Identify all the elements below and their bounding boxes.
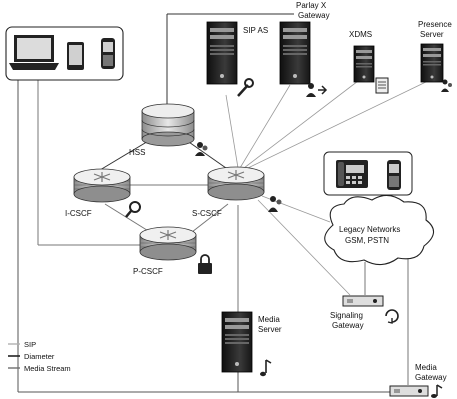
hss-database [141,103,195,147]
signaling-gateway-label-line1: Signaling [330,311,363,320]
scscf-label: S-CSCF [192,209,222,218]
presence-label-line1: Presence [418,20,452,29]
users-icon [306,83,328,97]
link-hss-scscf [185,139,227,169]
media-gateway-device [389,385,429,397]
users-icon [441,79,452,92]
users-icon [195,142,208,156]
scscf-router [207,166,265,201]
sip-as-label: SIP AS [243,26,268,35]
laptop-icon [9,35,59,70]
tablet-icon [67,42,84,70]
legacy-networks-label-line2: GSM, PSTN [345,236,389,245]
icscf-router [73,168,131,203]
xdms-server [353,45,375,83]
link-scscf-xdms [243,77,363,169]
legend-media-stream-label: Media Stream [24,364,71,373]
legacy-networks-cloud [324,194,435,266]
media-server-label-line2: Server [258,325,282,334]
icscf-label: I-CSCF [65,209,92,218]
signaling-gateway-device [342,295,384,307]
pcscf-label: P-CSCF [133,267,163,276]
legend: SIP Diameter Media Stream [8,340,71,373]
link-hss-icscf [99,139,151,171]
desk-phone-icon [336,160,368,188]
mobile-phone-icon [387,160,401,190]
media-gateway-label-line2: Gateway [415,373,447,382]
media-server-label-line1: Media [258,315,280,324]
pcscf-router [139,226,197,261]
mobile-phone-icon [101,38,115,69]
link-scscf-parlay [239,84,291,169]
legacy-networks-label-line1: Legacy Networks [339,225,400,234]
legacy-phones-group [323,151,413,196]
link-scscf-signaling [257,199,351,296]
legend-sip-label: SIP [24,340,36,349]
user-devices-group [5,26,124,81]
link-scscf-presence [247,79,431,169]
parlay-x-label-line2: Gateway [298,11,330,20]
signaling-gateway-label-line2: Gateway [332,321,364,330]
legend-diameter-label: Diameter [24,352,55,361]
sip-as-server [206,21,238,85]
music-note-icon [431,384,443,398]
users-icon [268,196,282,212]
parlay-x-label-line1: Parlay X [296,1,327,10]
xdms-label: XDMS [349,30,372,39]
refresh-icon [385,309,399,324]
presence-label-line2: Server [420,30,444,39]
hss-label: HSS [129,148,145,157]
wrench-icon [237,78,254,97]
magnifier-icon [125,201,141,218]
document-icon [375,77,389,94]
parlay-x-gateway-server [279,21,311,85]
connection-lines [17,13,431,393]
media-server [221,311,253,373]
link-pcscf-scscf [191,203,229,233]
presence-server [420,43,444,83]
media-gateway-label-line1: Media [415,363,437,372]
music-note-icon [260,359,272,377]
padlock-icon [198,254,212,274]
link-icscf-pcscf [104,203,151,233]
link-scscf-sipas [225,94,239,169]
